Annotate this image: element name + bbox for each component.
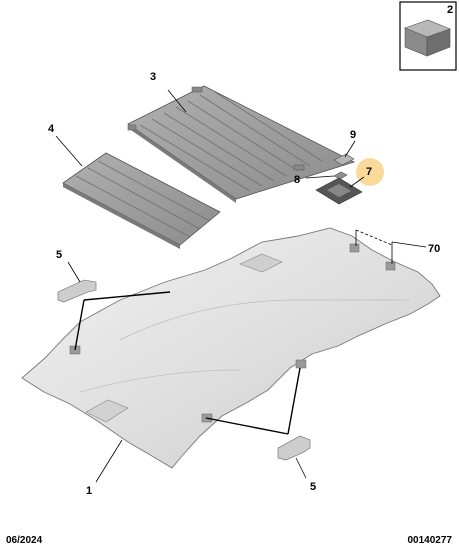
part-9: 9 (333, 129, 356, 166)
footer-date: 06/2024 (6, 535, 43, 546)
part-7: 7 (315, 158, 384, 205)
headliner-part-1: 1 (21, 227, 441, 497)
callout-9: 9 (350, 129, 356, 141)
callout-5-top: 5 (56, 249, 62, 261)
part-8: 8 (294, 171, 348, 186)
grab-handle-part-5-top: 5 (56, 249, 171, 351)
grab-handle-part-5-bottom: 5 (205, 367, 316, 493)
highlight-part-7 (356, 158, 384, 186)
callout-5-bottom: 5 (310, 481, 316, 493)
callout-70: 70 (428, 243, 440, 255)
inset-box-part-2: 2 (399, 1, 457, 71)
panel-part-4: 4 (48, 123, 221, 249)
footer-reference: 00140277 (407, 535, 453, 546)
callout-3: 3 (150, 71, 156, 83)
inset-part-2-block-icon (404, 19, 451, 57)
part-70-bracket: 70 (355, 229, 440, 264)
callout-2: 2 (447, 4, 453, 16)
panel-part-3: 3 (127, 71, 356, 203)
callout-8: 8 (294, 174, 300, 186)
callout-7: 7 (366, 166, 372, 178)
callout-4: 4 (48, 123, 55, 135)
callout-1: 1 (86, 485, 92, 497)
